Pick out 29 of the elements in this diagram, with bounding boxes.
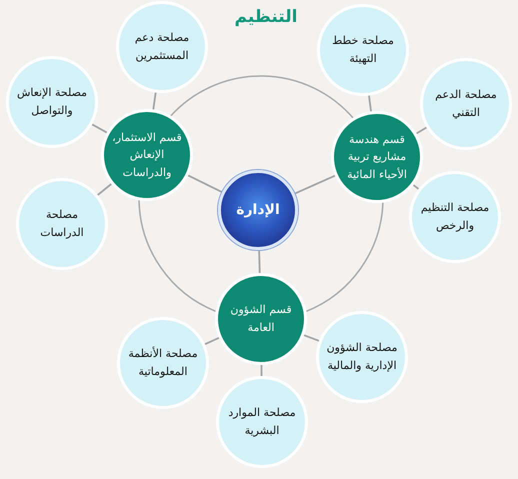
- ring-arc: [138, 200, 216, 312]
- node-label: قسم الشؤون العامة: [229, 302, 293, 336]
- node-label: مصلحة التنظيم والرخص: [420, 200, 490, 234]
- node-label: مصلحة الإنعاش والتواصل: [16, 85, 88, 119]
- node-label: مصلحة دعم المستثمرين: [134, 30, 190, 64]
- ring-arc: [170, 75, 354, 118]
- node-label: مصلحة الشؤون الإدارية والمالية: [326, 340, 398, 374]
- connector-line: [294, 174, 336, 195]
- connector-line: [152, 92, 157, 110]
- node-label: قسم هندسة مشاريع تربية الأحياء المائية: [346, 132, 408, 183]
- node-label: الإدارة: [236, 200, 280, 220]
- connector-line: [97, 183, 112, 196]
- connector-line: [304, 334, 320, 342]
- node-label: مصلحة الأنظمة المعلوماتية: [127, 346, 199, 380]
- connector-line: [204, 337, 220, 345]
- connector-line: [412, 184, 420, 190]
- node-label: مصلحة الموارد البشرية: [227, 405, 297, 439]
- node-label: مصلحة خطط التهيئة: [331, 33, 395, 67]
- connector-line: [258, 250, 261, 274]
- connector-line: [92, 124, 108, 134]
- node-label: قسم الاستثمار، الإنعاش والدراسات: [111, 130, 183, 181]
- node-label: مصلحة الدعم التقني: [434, 87, 498, 121]
- ring-arc: [306, 202, 384, 312]
- connector-line: [416, 126, 427, 134]
- connector-line: [368, 96, 372, 112]
- connector-line: [188, 174, 223, 194]
- diagram-title: التنظيم: [234, 6, 298, 29]
- node-label: مصلحة الدراسات: [39, 207, 85, 241]
- connector-line: [260, 365, 262, 376]
